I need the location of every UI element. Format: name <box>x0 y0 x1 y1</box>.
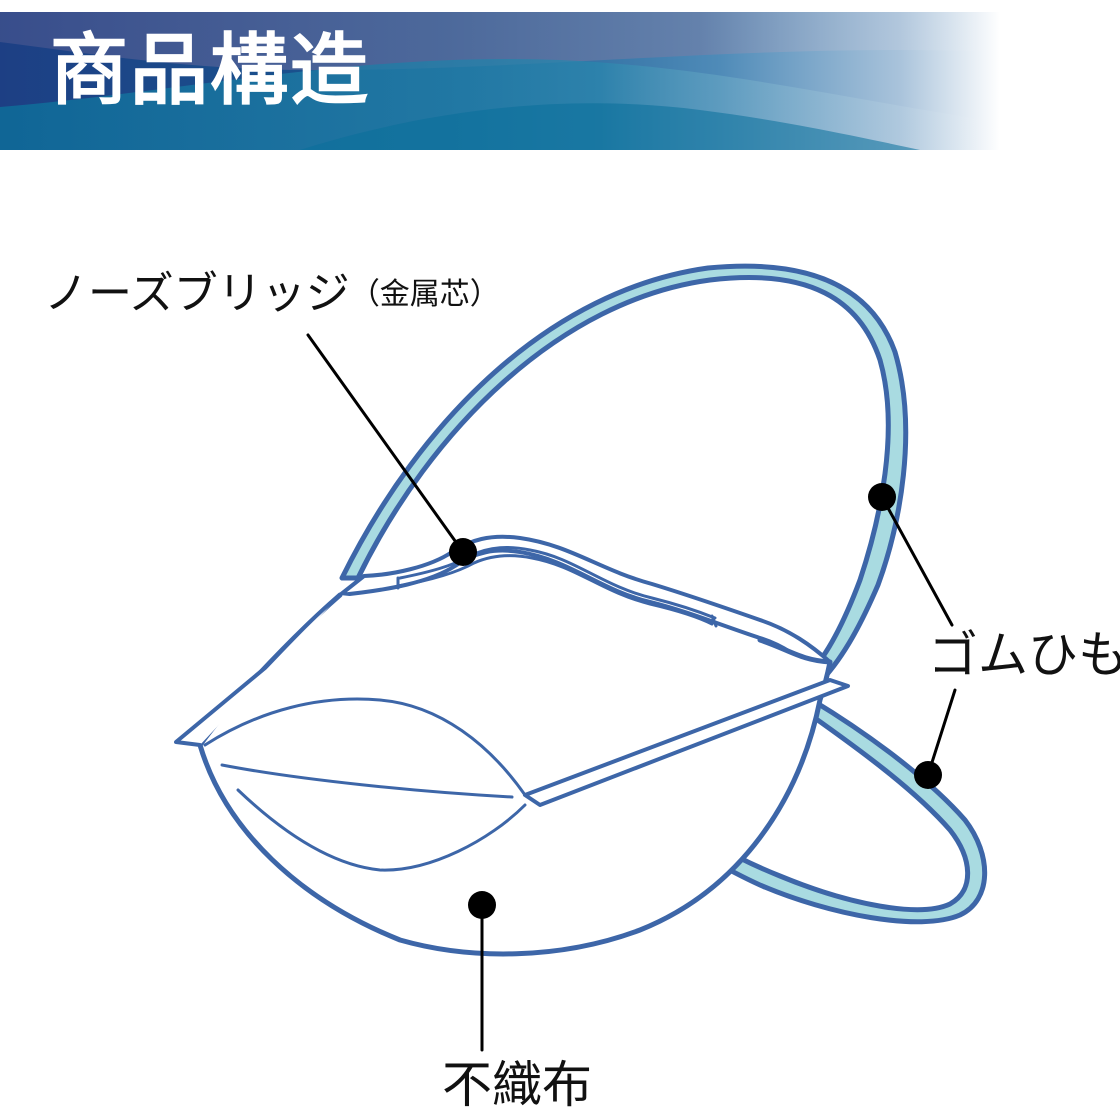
marker-fabric <box>468 891 496 919</box>
fold-line-middle <box>220 763 514 799</box>
marker-ear-loop-lower <box>914 761 942 789</box>
label-ear-loop: ゴムひも <box>928 626 1120 684</box>
label-nose-bridge: ノーズブリッジ（金属芯） <box>44 272 500 316</box>
leader-line-ear-loop-upper <box>880 495 954 627</box>
side-seal-strip <box>523 678 850 807</box>
label-nose-bridge-text: ノーズブリッジ <box>44 268 350 319</box>
nose-bridge-wire-2 <box>396 554 714 626</box>
header-banner-background <box>0 12 1000 150</box>
leader-line-nose-bridge <box>306 333 465 554</box>
label-fabric: 不織布 <box>442 1056 592 1114</box>
header-banner: 商品構造 <box>0 12 1000 150</box>
page-title: 商品構造 <box>50 26 371 116</box>
mask-left-flap <box>174 593 342 747</box>
marker-nose-bridge <box>449 538 477 566</box>
leader-line-ear-loop-lower <box>926 688 957 777</box>
nose-bridge-wire-end <box>396 576 718 628</box>
label-nose-bridge-note: （金属芯） <box>349 277 500 312</box>
fold-line-bottom <box>236 788 527 872</box>
fold-line-top <box>203 697 527 797</box>
marker-ear-loop-upper <box>868 483 896 511</box>
mask-body <box>197 592 833 957</box>
